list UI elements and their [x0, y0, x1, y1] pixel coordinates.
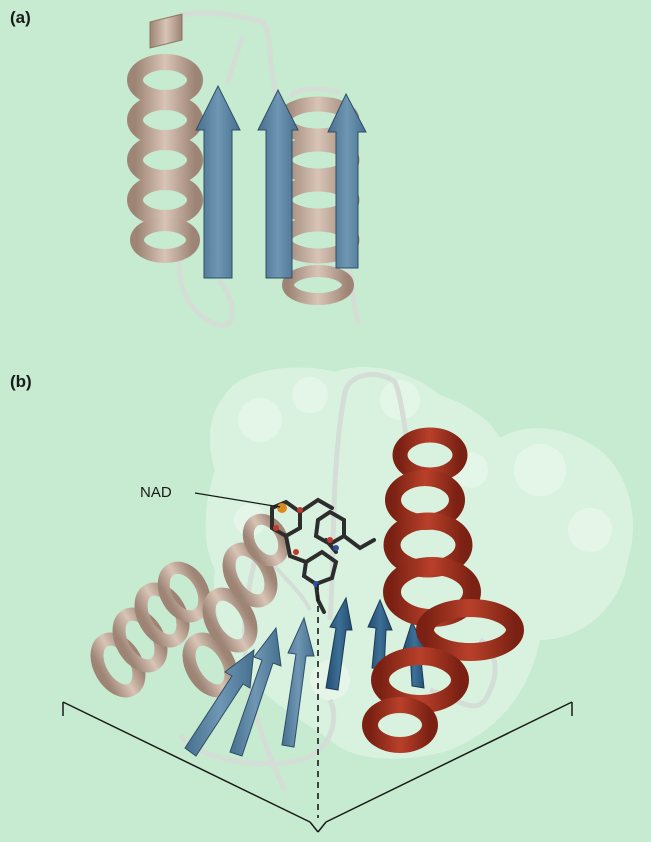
loop-a-bottom — [176, 255, 235, 328]
nad-label: NAD — [140, 484, 172, 501]
alpha-helix-icon — [362, 427, 524, 753]
beta-strand-icon — [257, 88, 299, 279]
alpha-helix-icon — [90, 561, 211, 698]
beta-strand-icon — [281, 616, 315, 748]
nad-molecule-icon — [270, 497, 376, 614]
beta-strand-icon — [229, 626, 282, 757]
domain-bracket — [62, 701, 573, 833]
panel-label-b: (b) — [10, 372, 32, 391]
beta-strand-icon — [184, 648, 255, 757]
loop-a-right — [289, 85, 341, 98]
loop-a-top2 — [225, 35, 245, 85]
loop-a-top — [172, 10, 280, 99]
nad-leader-line — [194, 492, 281, 508]
beta-strand-icon — [327, 92, 367, 269]
panel-a-ribbon — [127, 10, 367, 328]
alpha-helix-icon — [127, 13, 203, 263]
beta-strand-icon — [195, 84, 241, 279]
loop-a-tail — [347, 267, 361, 325]
phosphorus-atom — [277, 503, 287, 513]
panel-b-structure: NAD — [62, 366, 633, 833]
panel-label-a: (a) — [10, 8, 31, 27]
beta-strand-icon — [325, 596, 353, 691]
loop-b-bottom — [178, 698, 337, 767]
